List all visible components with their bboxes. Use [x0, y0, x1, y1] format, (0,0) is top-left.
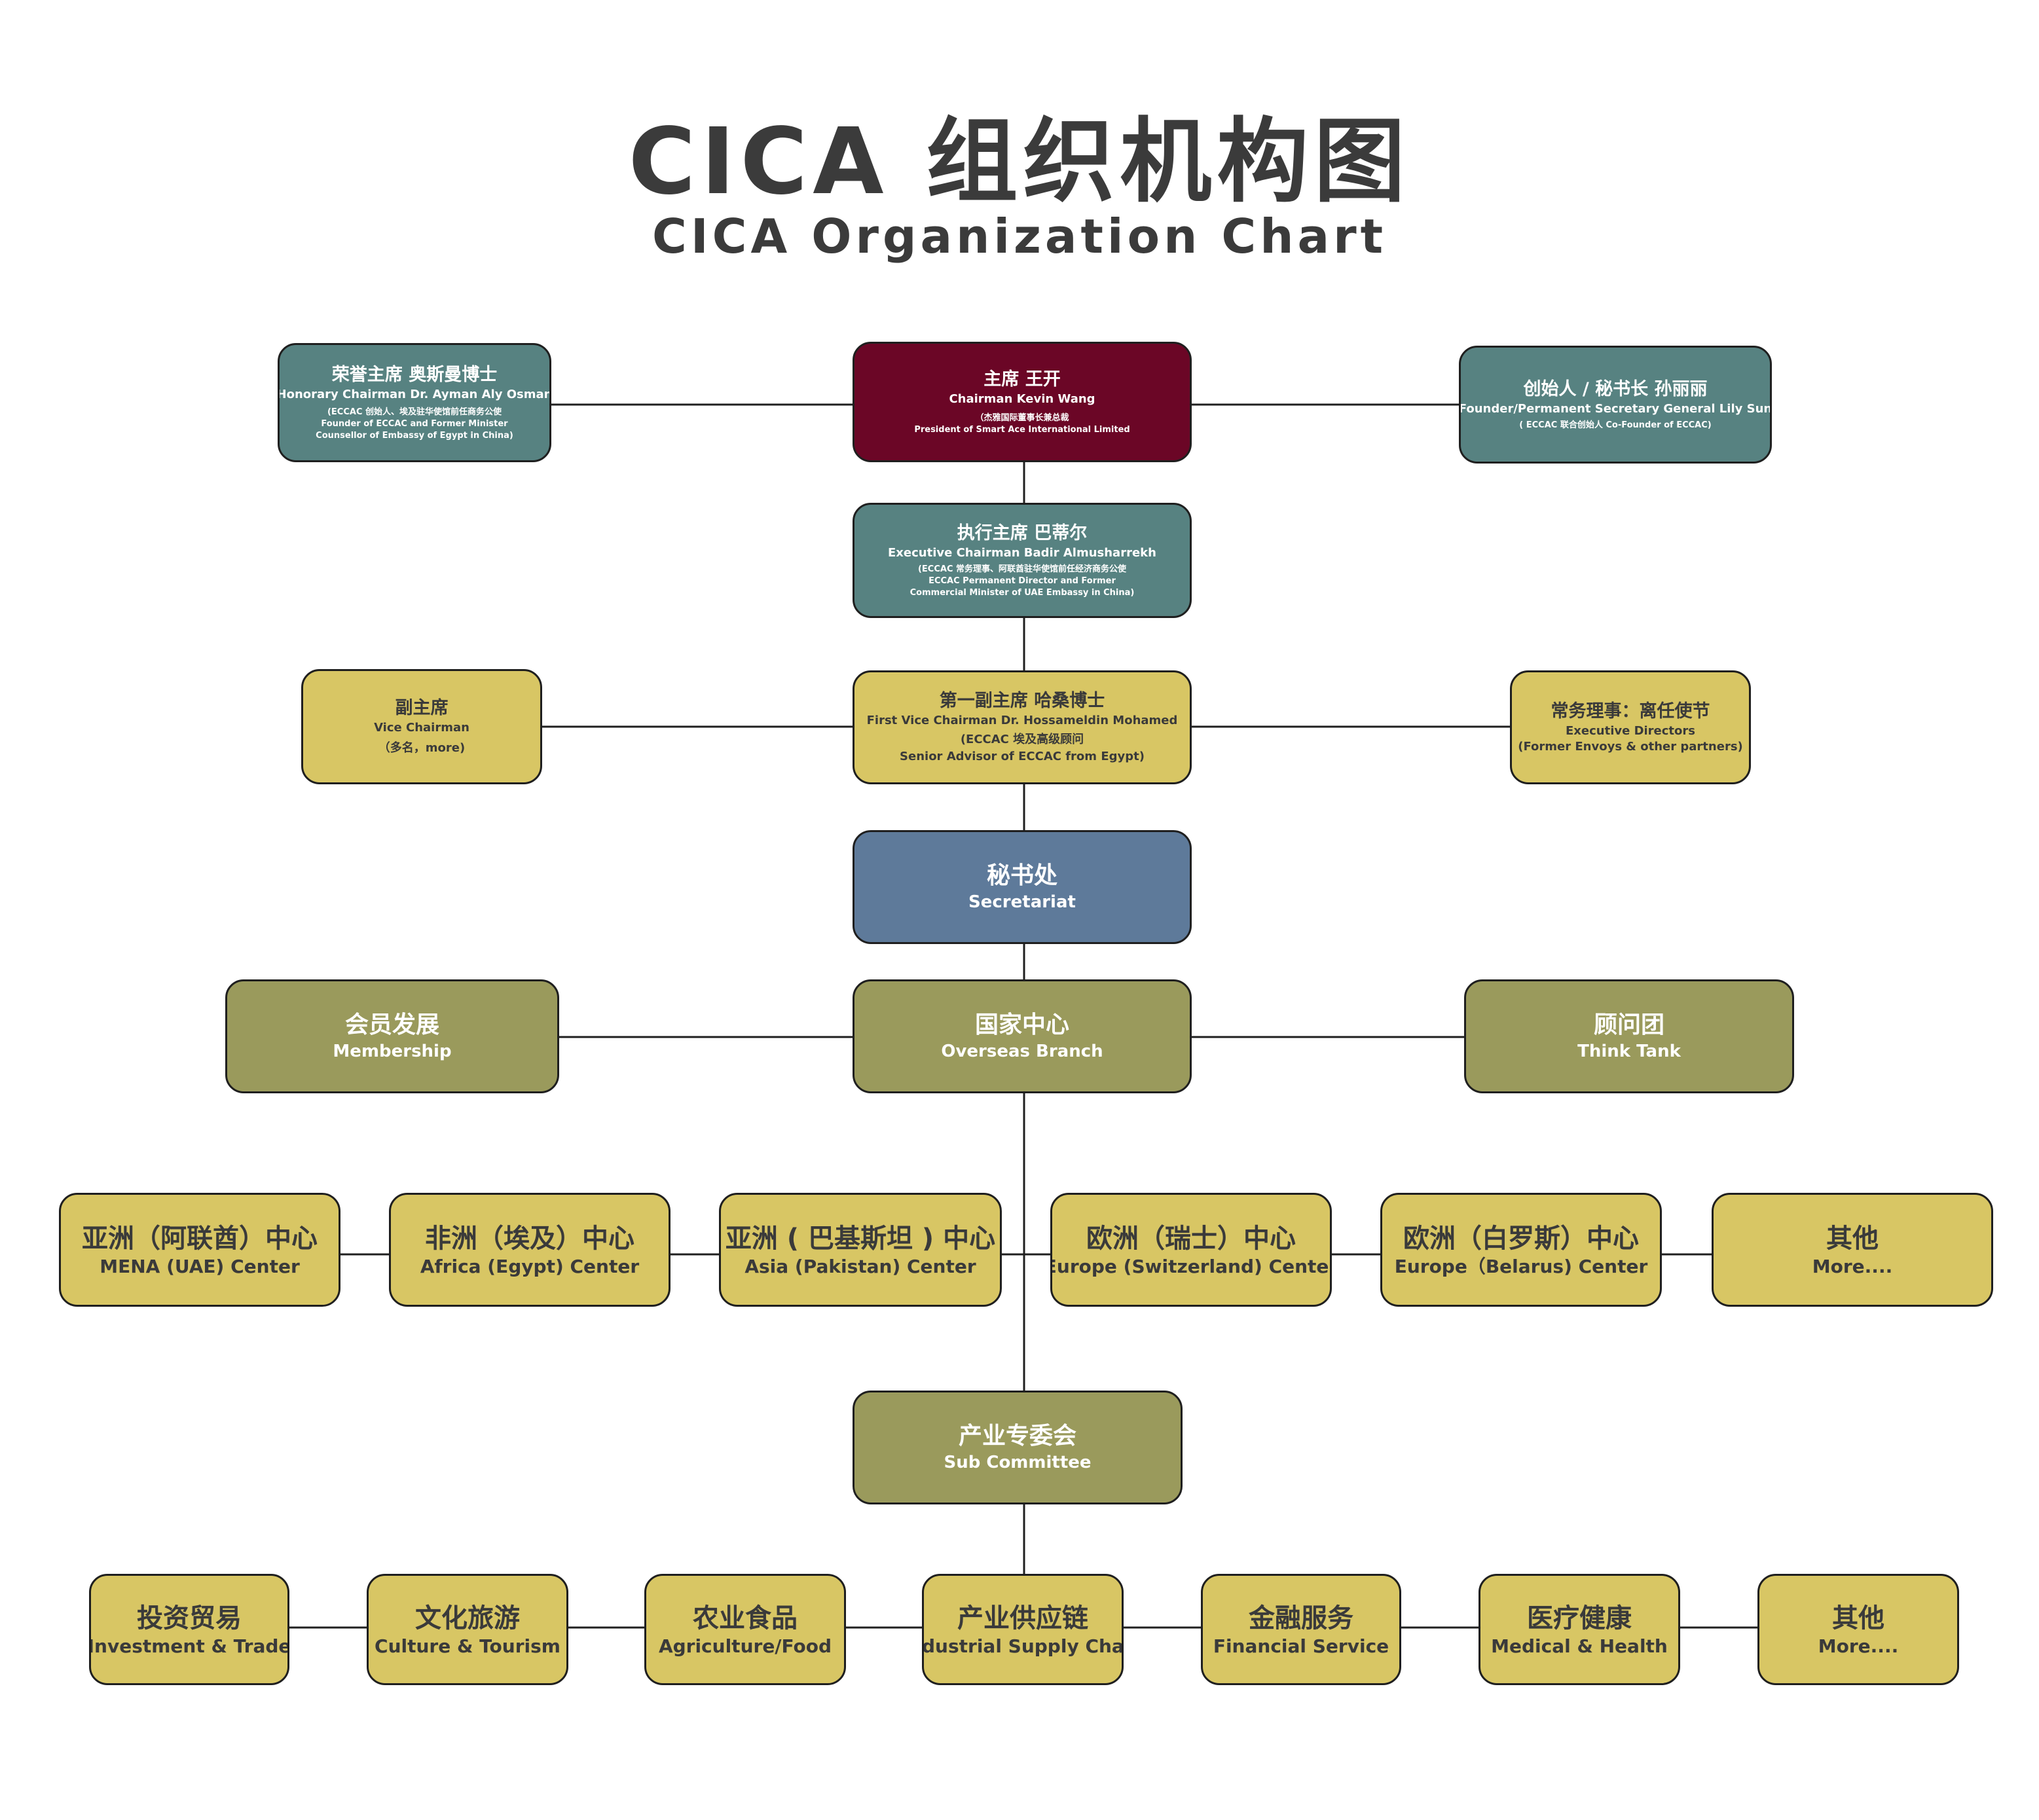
committee-en: Culture & Tourism	[375, 1635, 560, 1657]
membership-box: 会员发展 Membership	[225, 979, 559, 1093]
center-box: 其他 More....	[1712, 1193, 1993, 1307]
founder-en: Founder/Permanent Secretary General Lily…	[1459, 402, 1772, 416]
committee-box: 农业食品 Agriculture/Food	[644, 1574, 846, 1685]
think-tank-en: Think Tank	[1577, 1042, 1681, 1061]
founder-cn: 创始人 / 秘书长 孙丽丽	[1523, 379, 1708, 399]
center-en: Africa (Egypt) Center	[420, 1256, 640, 1277]
center-en: Asia (Pakistan) Center	[744, 1256, 976, 1277]
committee-box: 金融服务 Financial Service	[1201, 1574, 1401, 1685]
center-box: 欧洲（瑞士）中心 Europe (Switzerland) Center	[1050, 1193, 1332, 1307]
overseas-branch-cn: 国家中心	[974, 1011, 1069, 1038]
honorary-chairman-box: 荣誉主席 奥斯曼博士 Honorary Chairman Dr. Ayman A…	[278, 343, 551, 462]
center-en: Europe（Belarus) Center	[1394, 1256, 1648, 1277]
founder-box: 创始人 / 秘书长 孙丽丽 Founder/Permanent Secretar…	[1459, 346, 1772, 464]
vice-chairman-note: （多名，more)	[378, 741, 466, 755]
committee-en: Investment & Trade	[89, 1635, 289, 1657]
chart-subtitle: CICA Organization Chart	[652, 209, 1387, 264]
overseas-branch-box: 国家中心 Overseas Branch	[853, 979, 1192, 1093]
center-cn: 欧洲（瑞士）中心	[1086, 1224, 1296, 1254]
vice-chairman-cn: 副主席	[395, 698, 449, 718]
executive-chairman-note-1: (ECCAC 常务理事、阿联酋驻华使馆前任经济商务公使	[917, 564, 1127, 574]
committee-cn: 其他	[1832, 1603, 1884, 1633]
executive-directors-note: (Former Envoys & other partners)	[1518, 740, 1743, 754]
honorary-chairman-note-1: (ECCAC 创始人、埃及驻华使馆前任商务公使	[327, 407, 502, 417]
executive-directors-box: 常务理事：离任使节 Executive Directors (Former En…	[1510, 670, 1751, 784]
committee-en: Agriculture/Food	[658, 1635, 832, 1657]
chairman-en: Chairman Kevin Wang	[949, 392, 1095, 406]
chairman-box: 主席 王开 Chairman Kevin Wang （杰雅国际董事长兼总裁 Pr…	[853, 342, 1192, 462]
executive-chairman-note-2: ECCAC Permanent Director and Former	[928, 576, 1116, 586]
overseas-branch-en: Overseas Branch	[941, 1042, 1103, 1061]
committee-cn: 医疗健康	[1527, 1603, 1632, 1633]
vice-chairman-box: 副主席 Vice Chairman （多名，more)	[301, 669, 542, 784]
honorary-chairman-note-2: Founder of ECCAC and Former Minister	[321, 419, 508, 429]
center-cn: 非洲（埃及）中心	[425, 1224, 634, 1254]
membership-cn: 会员发展	[344, 1011, 439, 1038]
vice-chairman-en: Vice Chairman	[374, 721, 469, 735]
committee-cn: 投资贸易	[137, 1603, 242, 1633]
first-vice-chairman-box: 第一副主席 哈桑博士 First Vice Chairman Dr. Hossa…	[853, 670, 1192, 784]
committee-box: 产业供应链 Industrial Supply Chain	[922, 1574, 1124, 1685]
committee-cn: 文化旅游	[415, 1603, 520, 1633]
chairman-note-2: President of Smart Ace International Lim…	[914, 425, 1130, 435]
committee-cn: 产业供应链	[957, 1603, 1088, 1633]
committee-box: 投资贸易 Investment & Trade	[89, 1574, 289, 1685]
executive-chairman-note-3: Commercial Minister of UAE Embassy in Ch…	[909, 588, 1135, 598]
first-vice-chairman-note-1: (ECCAC 埃及高级顾问	[960, 733, 1084, 746]
committee-box: 文化旅游 Culture & Tourism	[367, 1574, 568, 1685]
center-cn: 其他	[1826, 1224, 1879, 1254]
center-en: Europe (Switzerland) Center	[1050, 1256, 1332, 1277]
secretariat-cn: 秘书处	[986, 862, 1057, 889]
executive-chairman-cn: 执行主席 巴蒂尔	[957, 523, 1088, 543]
sub-committee-box: 产业专委会 Sub Committee	[853, 1391, 1183, 1504]
center-box: 欧洲（白罗斯）中心 Europe（Belarus) Center	[1380, 1193, 1662, 1307]
center-cn: 亚洲（阿联酋）中心	[82, 1224, 318, 1254]
committee-box: 其他 More....	[1757, 1574, 1959, 1685]
chairman-cn: 主席 王开	[983, 369, 1061, 390]
honorary-chairman-cn: 荣誉主席 奥斯曼博士	[331, 365, 498, 385]
center-en: MENA (UAE) Center	[100, 1256, 300, 1277]
founder-note-1: ( ECCAC 联合创始人 Co-Founder of ECCAC)	[1519, 420, 1712, 430]
committee-en: Industrial Supply Chain	[922, 1635, 1124, 1657]
secretariat-en: Secretariat	[968, 892, 1076, 912]
center-en: More....	[1812, 1256, 1893, 1277]
secretariat-box: 秘书处 Secretariat	[853, 830, 1192, 944]
committee-cn: 金融服务	[1249, 1603, 1353, 1633]
first-vice-chairman-cn: 第一副主席 哈桑博士	[939, 691, 1105, 711]
think-tank-box: 顾问团 Think Tank	[1464, 979, 1794, 1093]
honorary-chairman-en: Honorary Chairman Dr. Ayman Aly Osman	[278, 388, 551, 401]
honorary-chairman-note-3: Counsellor of Embassy of Egypt in China)	[316, 431, 513, 441]
chairman-note-1: （杰雅国际董事长兼总裁	[975, 413, 1069, 423]
first-vice-chairman-en: First Vice Chairman Dr. Hossameldin Moha…	[866, 714, 1178, 727]
executive-directors-cn: 常务理事：离任使节	[1551, 701, 1710, 721]
chart-title: CICA 组织机构图	[628, 109, 1411, 215]
membership-en: Membership	[333, 1042, 452, 1061]
center-cn: 亚洲 ( 巴基斯坦 ) 中心	[725, 1224, 996, 1254]
committee-en: Financial Service	[1213, 1635, 1389, 1657]
sub-committee-cn: 产业专委会	[958, 1423, 1076, 1449]
committee-box: 医疗健康 Medical & Health	[1479, 1574, 1680, 1685]
committee-en: Medical & Health	[1491, 1635, 1668, 1657]
committee-cn: 农业食品	[693, 1603, 798, 1633]
center-box: 亚洲（阿联酋）中心 MENA (UAE) Center	[59, 1193, 340, 1307]
first-vice-chairman-note-2: Senior Advisor of ECCAC from Egypt)	[900, 750, 1145, 763]
center-cn: 欧洲（白罗斯）中心	[1403, 1224, 1639, 1254]
executive-chairman-en: Executive Chairman Badir Almusharrekh	[888, 546, 1156, 560]
executive-directors-en: Executive Directors	[1565, 724, 1695, 738]
executive-chairman-box: 执行主席 巴蒂尔 Executive Chairman Badir Almush…	[853, 503, 1192, 618]
center-box: 亚洲 ( 巴基斯坦 ) 中心 Asia (Pakistan) Center	[719, 1193, 1002, 1307]
center-box: 非洲（埃及）中心 Africa (Egypt) Center	[389, 1193, 670, 1307]
think-tank-cn: 顾问团	[1593, 1011, 1664, 1038]
committee-en: More....	[1818, 1635, 1899, 1657]
sub-committee-en: Sub Committee	[944, 1453, 1092, 1472]
